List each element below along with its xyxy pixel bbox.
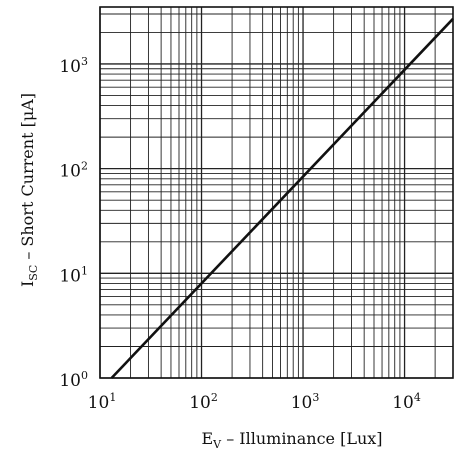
y-tick-label: 103	[59, 55, 88, 77]
y-tick-labels: 100 101 102 103	[59, 55, 88, 391]
grid	[99, 7, 454, 379]
y-tick-label: 100	[59, 369, 88, 391]
y-axis-label: ISC – Short Current [μA]	[18, 93, 40, 287]
x-axis-label: EV – Illuminance [Lux]	[201, 429, 382, 451]
x-tick-label: 102	[189, 391, 218, 413]
x-tick-label: 104	[392, 391, 421, 413]
y-tick-label: 101	[59, 264, 88, 286]
x-tick-labels: 101 102 103 104	[88, 391, 421, 413]
series-line	[110, 17, 454, 379]
x-tick-label: 101	[88, 391, 117, 413]
x-tick-label: 103	[291, 391, 320, 413]
plot-frame	[99, 6, 454, 379]
data-series	[110, 17, 454, 379]
y-tick-label: 102	[59, 160, 88, 182]
plot-border	[99, 6, 454, 379]
